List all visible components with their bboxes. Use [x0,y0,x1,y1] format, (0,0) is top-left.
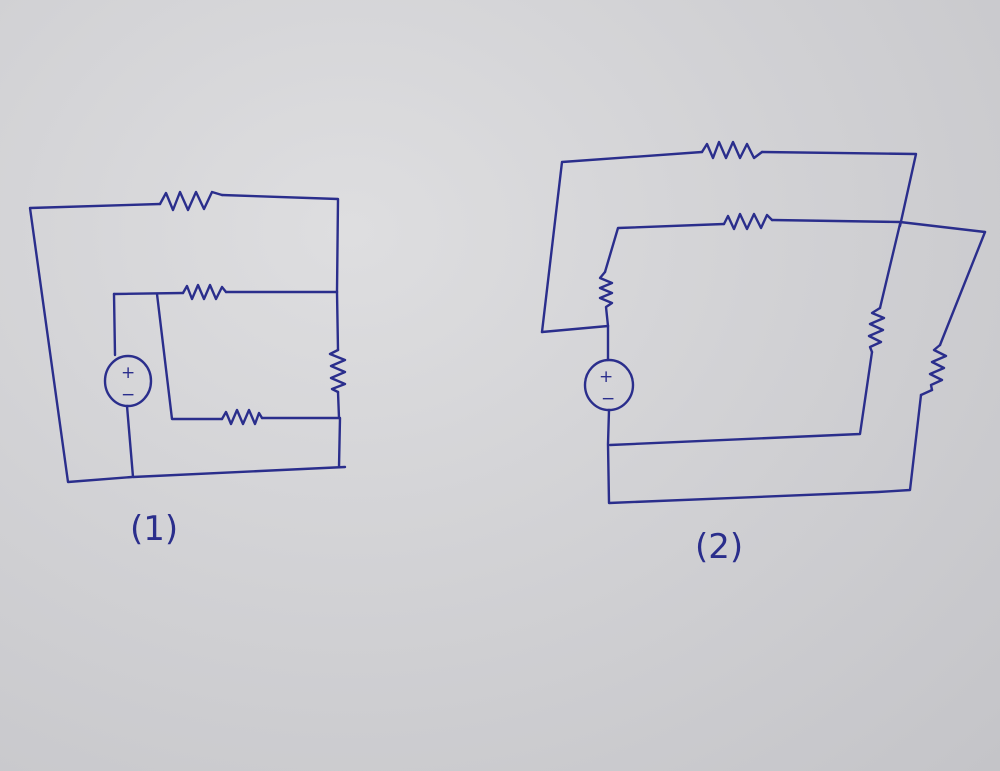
fig2-source-minus: − [601,389,615,409]
fig1-resistor-right [328,348,347,394]
fig2-resistor-center-vertical [867,306,886,354]
fig2-resistor-second [722,212,774,231]
fig2-second-wire [603,218,987,274]
fig2-label: (2) [695,527,743,567]
fig1-source-minus: − [121,385,135,405]
fig1-resistor-bottom [220,408,264,426]
fig1-voltage-source [103,354,153,408]
fig2-left-stub [540,324,610,334]
fig1-inner-branch [155,292,341,421]
fig1-source-wire [112,292,347,479]
fig1-resistor-middle [181,283,228,301]
fig1-resistor-top [158,190,224,212]
fig2-voltage-source [583,358,635,412]
fig2-source-wire [606,324,923,505]
circuit-figure-1: + − (1) [28,190,347,549]
fig1-middle-wire [112,290,339,296]
fig1-outer-wire [28,193,340,484]
fig2-right-wire [919,230,987,397]
fig1-right-wire [335,290,341,420]
fig1-source-plus: + [121,363,135,383]
circuit-figure-2: + − (2) [540,140,987,567]
fig2-resistor-top [700,140,764,160]
fig2-resistor-left [598,270,614,328]
fig2-resistor-right-vertical [928,343,948,392]
fig1-label: (1) [130,509,178,549]
fig2-center-wire [608,222,902,447]
fig2-top-wire [540,150,918,334]
fig2-source-plus: + [599,367,613,387]
